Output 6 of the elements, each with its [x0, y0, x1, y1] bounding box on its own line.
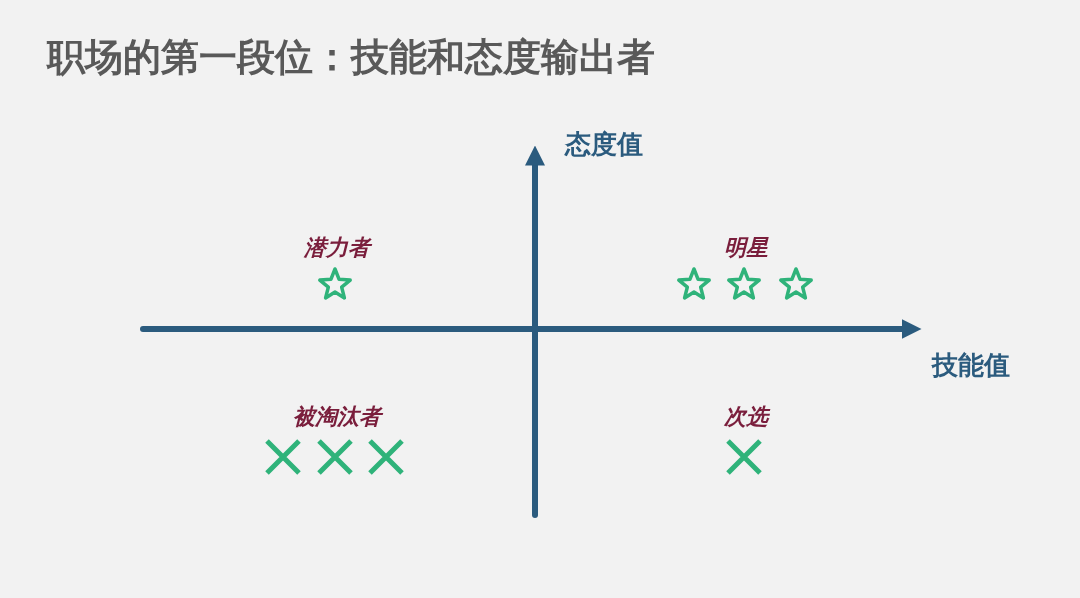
quadrant-label: 潜力者: [304, 234, 370, 262]
quadrant-label: 被淘汰者: [293, 403, 381, 431]
axis-label: 技能值: [932, 349, 1010, 382]
title: 职场的第一段位：技能和态度输出者: [47, 34, 655, 81]
axis-label: 态度值: [565, 128, 643, 161]
quadrant-label: 明星: [724, 234, 768, 262]
